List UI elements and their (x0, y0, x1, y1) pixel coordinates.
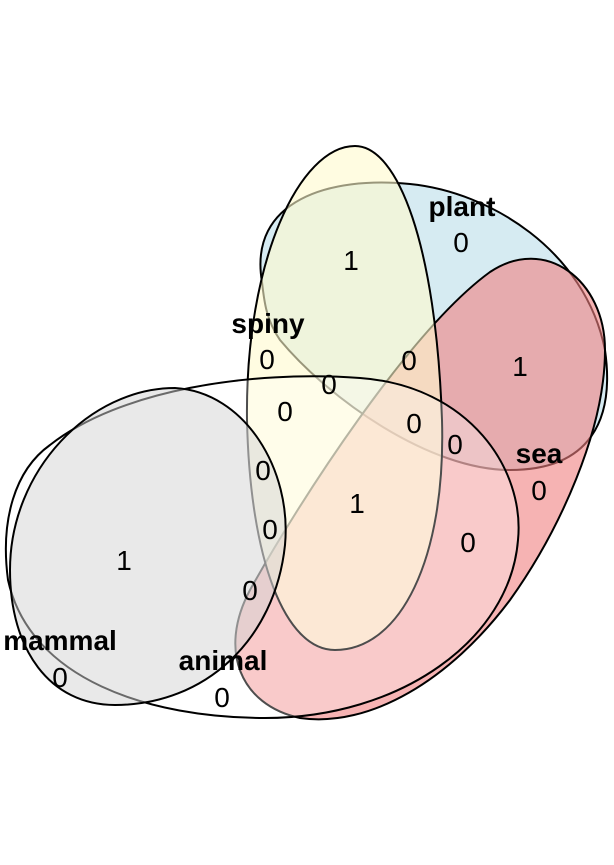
region-count: 0 (255, 455, 271, 486)
set-label-spiny: spiny (231, 308, 305, 339)
region-count: 1 (512, 351, 528, 382)
region-count: 0 (277, 396, 293, 427)
region-count: 0 (401, 345, 417, 376)
region-count-mammal-only: 0 (52, 662, 68, 693)
region-count: 0 (406, 408, 422, 439)
region-count: 0 (460, 527, 476, 558)
set-label-sea: sea (516, 438, 563, 469)
region-count-animal-only: 0 (214, 682, 230, 713)
region-count-sea-only: 0 (531, 475, 547, 506)
region-count-spiny-only: 0 (259, 344, 275, 375)
region-count: 0 (321, 369, 337, 400)
region-count-plant-only: 0 (453, 227, 469, 258)
set-mammal-shape (8, 386, 287, 707)
set-shapes (4, 144, 609, 721)
region-count: 1 (116, 545, 132, 576)
set-label-plant: plant (429, 191, 496, 222)
region-count: 1 (349, 488, 365, 519)
region-count: 0 (242, 575, 258, 606)
region-count: 0 (262, 514, 278, 545)
set-label-mammal: mammal (3, 625, 117, 656)
region-count: 1 (343, 245, 359, 276)
region-count: 0 (447, 429, 463, 460)
set-labels: plant 0 sea 0 spiny 0 animal 0 mammal 0 (3, 191, 563, 713)
set-spiny-shape (245, 144, 444, 652)
set-label-animal: animal (179, 645, 268, 676)
